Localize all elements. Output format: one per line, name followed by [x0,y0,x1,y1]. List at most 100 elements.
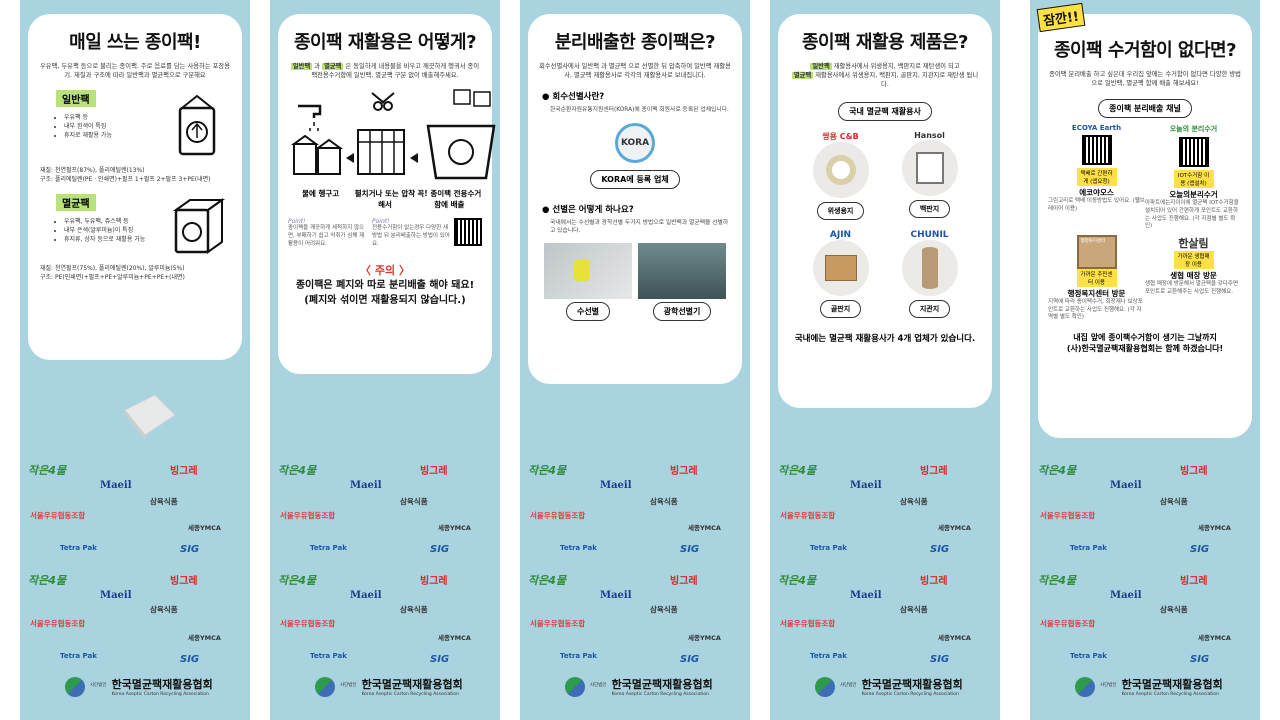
sponsor-logo-maeil: Maeil [850,480,882,491]
recycling-steps-illustration [290,89,496,180]
association-logo-icon [65,676,85,697]
sponsor-logo-ymca: 세종YMCA [188,634,221,642]
qr-code-icon[interactable] [1081,135,1112,166]
sponsor-logo-tetra: Tetra Pak [310,652,347,660]
sponsor-logo-maeil: Maeil [600,480,632,491]
recyclers-summary: 국내에는 멸균팩 재활용사가 4개 업체가 있습니다. [794,334,976,345]
intro-text: 회수선별사에서 일반팩 과 멸균팩 으로 선별한 뒤 압축하여 일반팩 재활용사… [539,63,731,80]
sponsor-logo-maeil: Maeil [100,590,132,601]
company-ssangyong: 쌍용 C&B 위생용지 [796,131,885,221]
info-card: 종이팩 재활용은 어떻게? 일반팩 과 멸균팩 은 동일하게 내용물을 비우고 … [278,14,496,374]
answer-sorter: 한국순환자원유통지원센터(KORA)에 종이팩 회원사로 등록된 업체입니다. [550,107,729,114]
channel-today: 오늘의 분리수거 IOT수거함 이용 (앱설치) 오늘의분리수거 아파트에는지이… [1145,124,1242,231]
question-method: ● 선별은 어떻게 하나요? [542,204,634,215]
sponsor-logo-seoul: 서울우유협동조합 [30,511,86,520]
recyclers-pill: 국내 멸균팩 재활용사 [838,102,932,122]
sponsor-logo-bingre: 빙그레 [170,466,198,477]
hansol-logo: Hansol [914,131,945,141]
channel-name: 행정복지센터 방문 [1067,289,1126,298]
footer-prefix: 사단법인 [90,683,107,689]
sponsor-logo-tetra: Tetra Pak [310,544,347,552]
panel-title: 종이팩 재활용은 어떻게? [293,32,477,53]
sponsor-logo-sig: SIG [430,544,450,555]
sponsor-logo-seoul: 서울우유협동조합 [280,619,336,628]
footer-prefix: 사단법인 [590,683,607,689]
sponsor-logo-seoul: 서울우유협동조합 [30,619,86,628]
panel-title: 종이팩 수거함이 없다면? [1053,40,1237,61]
sponsor-logo-four: 작은4물 [1038,464,1077,477]
sponsor-logo-four: 작은4물 [28,574,67,587]
sponsor-logo-tetra: Tetra Pak [60,544,97,552]
footer-name: 한국멸균팩재활용협회 [861,678,963,691]
sponsor-logo-ymca: 세종YMCA [188,524,221,532]
hansalim-logo: 한살림 [1178,237,1209,250]
bin-point: Point! 전용수거함이 없는경우 다양한 새방법 뒤 분리배출하는 방법이 … [372,218,482,248]
panel-title: 분리배출한 종이팩은? [554,32,716,53]
sponsor-logo-sahm: 삼육식품 [650,497,678,506]
rinse-point: Point! 종이팩을 깨끗하게 세척하지 않으면, 부패하기 쉽고 악취가 심… [288,218,365,247]
sponsor-logo-tetra: Tetra Pak [560,652,597,660]
panel-title: 매일 쓰는 종이팩! [69,32,201,53]
footer-prefix: 사단법인 [840,683,857,689]
sponsor-logo-ymca: 세종YMCA [438,524,471,532]
channel-tag: IOT수거함 이용 (앱설치) [1173,170,1214,189]
sponsor-logo-four: 작은4물 [528,574,567,587]
footer-eng: Korea Aseptic Carton Recycling Associati… [111,692,209,697]
sponsor-logo-tetra: Tetra Pak [810,544,847,552]
info-card: 매일 쓰는 종이팩! 우유팩, 두유팩 등으로 불리는 종이팩. 주로 음료를 … [28,14,242,360]
general-carton-icon [178,94,216,156]
info-card: 분리배출한 종이팩은? 회수선별사에서 일반팩 과 멸균팩 으로 선별한 뒤 압… [528,14,742,384]
company-chunil: CHUNIL 지관지 [885,230,974,319]
channel-desc: 아파트에는지이이에 멸균팩 IOT수거함을 설치되어 있어 간편하게 포인트도 … [1145,200,1239,230]
sponsor-logo-four: 작은4물 [278,574,317,587]
ssangyong-logo: 쌍용 C&B [822,132,859,142]
general-pack-tag: 일반팩 [56,90,96,108]
channel-center: 행정복지센터 가까운 주민센터 이용 행정복지센터 방문 지역에 따라 종이팩수… [1048,235,1145,322]
sponsor-logo-seoul: 서울우유협동조합 [530,511,586,520]
sponsor-logo-ymca: 세종YMCA [438,634,471,642]
intro-text: 일반팩 과 멸균팩 은 동일하게 내용물을 비우고 깨끗하게 헹궈서 종이팩전용… [290,63,480,80]
footer-prefix: 사단법인 [1100,683,1117,689]
sponsor-logo-four: 작은4물 [778,574,817,587]
association-logo-icon [815,676,835,697]
sponsor-logo-bingre: 빙그레 [1180,576,1208,587]
sponsor-logo-seoul: 서울우유협동조합 [1040,619,1096,628]
step-dispose: 꼭! 종이팩 전용수거함에 배출 [417,189,482,210]
channel-tag: 가까운 주민센터 이용 [1076,269,1117,287]
general-spec: 재질: 천연펄프(87%), 폴리에틸렌(13%) 구조: 폴리에틸렌(PE ·… [40,167,211,184]
general-bullets: 우유팩 등 내부 흰색이 특징 휴지로 재활용 가능 [64,113,112,140]
channel-name: 에코야오스 [1079,188,1114,198]
optical-sorter-pill: 광학선별기 [652,302,712,322]
sponsor-logo-bingre: 빙그레 [670,576,698,587]
panel-how: 종이팩 재활용은 어떻게? 일반팩 과 멸균팩 은 동일하게 내용물을 비우고 … [270,0,500,720]
panel-products: 종이팩 재활용 제품은? 일반팩 재활용사에서 위생용지, 백판지로 재탄생이 … [770,0,1000,720]
ecoya-logo: ECOYA Earth [1071,124,1122,133]
optical-sorting: 광학선별기 [638,243,726,322]
sponsor-logo-tetra: Tetra Pak [60,652,97,660]
info-card: 종이팩 재활용 제품은? 일반팩 재활용사에서 위생용지, 백판지로 재탄생이 … [778,14,992,408]
question-sorter: ● 회수선별사란? [542,92,605,103]
sterile-pack-tag: 멸균팩 [56,194,96,212]
sponsor-logo-maeil: Maeil [1110,590,1142,601]
step-flatten: 펼치거나 또는 압착해서 [354,189,416,210]
footer-name: 한국멸균팩재활용협회 [611,678,713,691]
sponsor-logo-bingre: 빙그레 [170,576,198,587]
sponsor-logo-sig: SIG [1190,654,1210,665]
kora-registered-pill: KORA에 등록 업체 [590,169,680,189]
sponsor-logo-sahm: 삼육식품 [1160,605,1188,614]
hand-sorting: 수선별 [544,243,632,322]
intro-text: 일반팩 재활용사에서 위생용지, 백판지로 재탄생이 되고 멸균팩 재활용사에서… [791,63,979,89]
community-center-icon: 행정복지센터 [1076,235,1117,269]
sponsor-logo-maeil: Maeil [100,480,132,491]
sponsor-logo-ymca: 세종YMCA [688,634,721,642]
chunil-logo: CHUNIL [910,230,949,241]
closing-text: 내집 앞에 종이팩수거함이 생기는 그날까지 (사)한국멸균팩재활용협회는 함께… [1066,333,1224,354]
qr-code-icon[interactable] [1178,137,1209,168]
info-card: 종이팩 수거함이 없다면? 종이팩 분리배출 하고 싶은데 우리집 앞에는 수거… [1038,14,1252,438]
qr-code-icon[interactable] [454,218,482,247]
floating-carton-icon [124,394,176,440]
hand-sorting-pill: 수선별 [565,302,611,322]
whiteboard-box-icon [901,140,958,197]
